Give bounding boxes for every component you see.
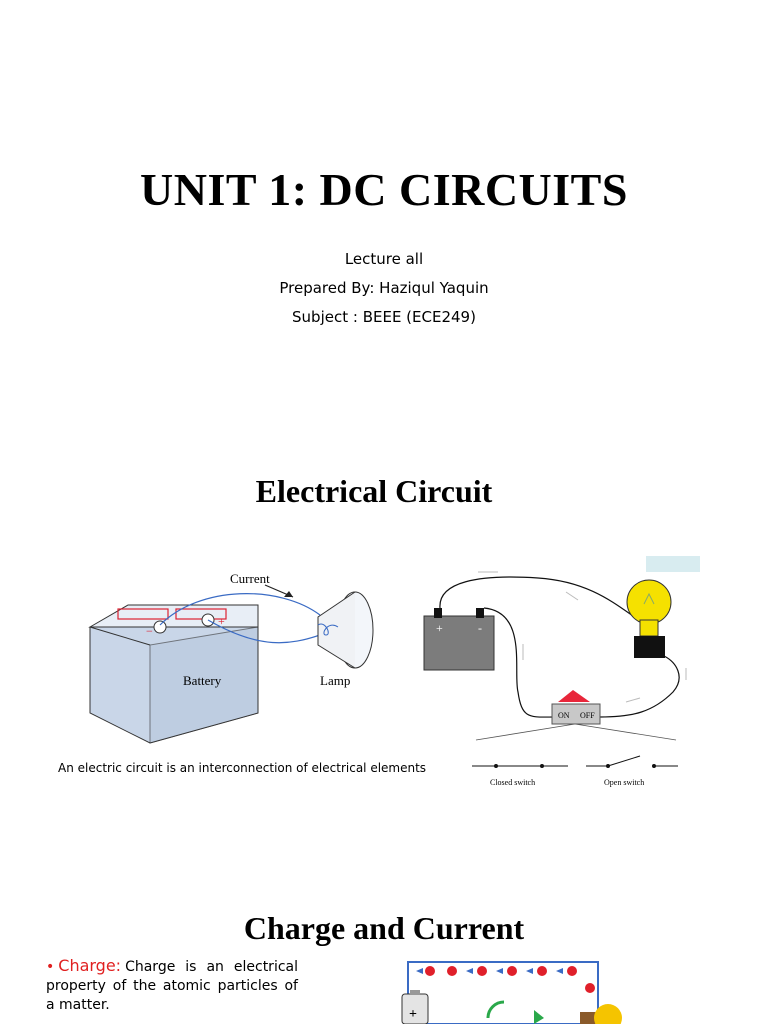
bullet-text: Charge is an electrical property of the … [46,959,298,1013]
battery-plus-sign: + [436,621,443,635]
cell-plus: + [409,1007,417,1022]
label-current: Current [230,571,270,586]
open-switch-label: Open switch [604,778,644,787]
bulb-socket [634,636,665,658]
switch-off-label: OFF [580,711,595,720]
battery-side-face [149,626,259,744]
slide-title: Charge and Current [243,910,525,946]
battery-terminal-pos [175,608,227,620]
watermark-box [646,556,700,572]
battery-plus: + [218,614,225,628]
switch-circuit-diagram: + - ON OFF Closed switch Open switch [423,556,700,787]
flow-arrows [478,571,687,703]
circuit-caption: An electric circuit is an interconnectio… [58,761,427,775]
battery-terminal-neg [117,608,169,620]
bullet-dot: • [46,959,55,975]
battery-lamp-diagram: − + Current Battery Lamp [88,571,374,744]
slide-title: UNIT 1: DC CIRCUITS [140,164,628,215]
bullet-term: Charge: [58,956,122,975]
battery-top-face [88,604,259,628]
title-slide: UNIT 1: DC CIRCUITS Lecture all Prepared… [0,0,768,420]
author-line: Prepared By: Haziqul Yaquin [279,279,489,297]
switch-on-label: ON [558,711,570,720]
charge-current-slide: Charge and Current •Charge:Charge is an … [0,880,768,1024]
lightbulb [626,579,672,625]
electrical-circuit-slide: Electrical Circuit − + Current Battery L… [0,440,768,810]
open-switch-symbol [586,755,678,768]
lamp-base [317,591,356,669]
label-battery: Battery [183,673,222,688]
subject-line: Subject : BEEE (ECE249) [292,308,476,326]
charge-bullet: •Charge:Charge is an electrical property… [46,956,298,1015]
closed-switch-label: Closed switch [490,778,535,787]
charge-flow-diagram: + [401,961,622,1024]
switch-lever [558,690,590,702]
slide-title: Electrical Circuit [255,473,493,509]
wire-circuit [439,576,651,628]
closed-switch-symbol [472,764,568,768]
rotation-arrow [486,1000,505,1019]
lamp-filament [317,623,339,636]
charge-dots [425,966,595,993]
battery-minus-sign: - [478,621,482,635]
lecture-line: Lecture all [344,250,424,268]
wire-top [159,593,321,626]
wire-bottom [207,619,321,644]
label-lamp: Lamp [320,673,350,688]
battery-minus: − [146,624,153,638]
battery-body [423,615,495,671]
